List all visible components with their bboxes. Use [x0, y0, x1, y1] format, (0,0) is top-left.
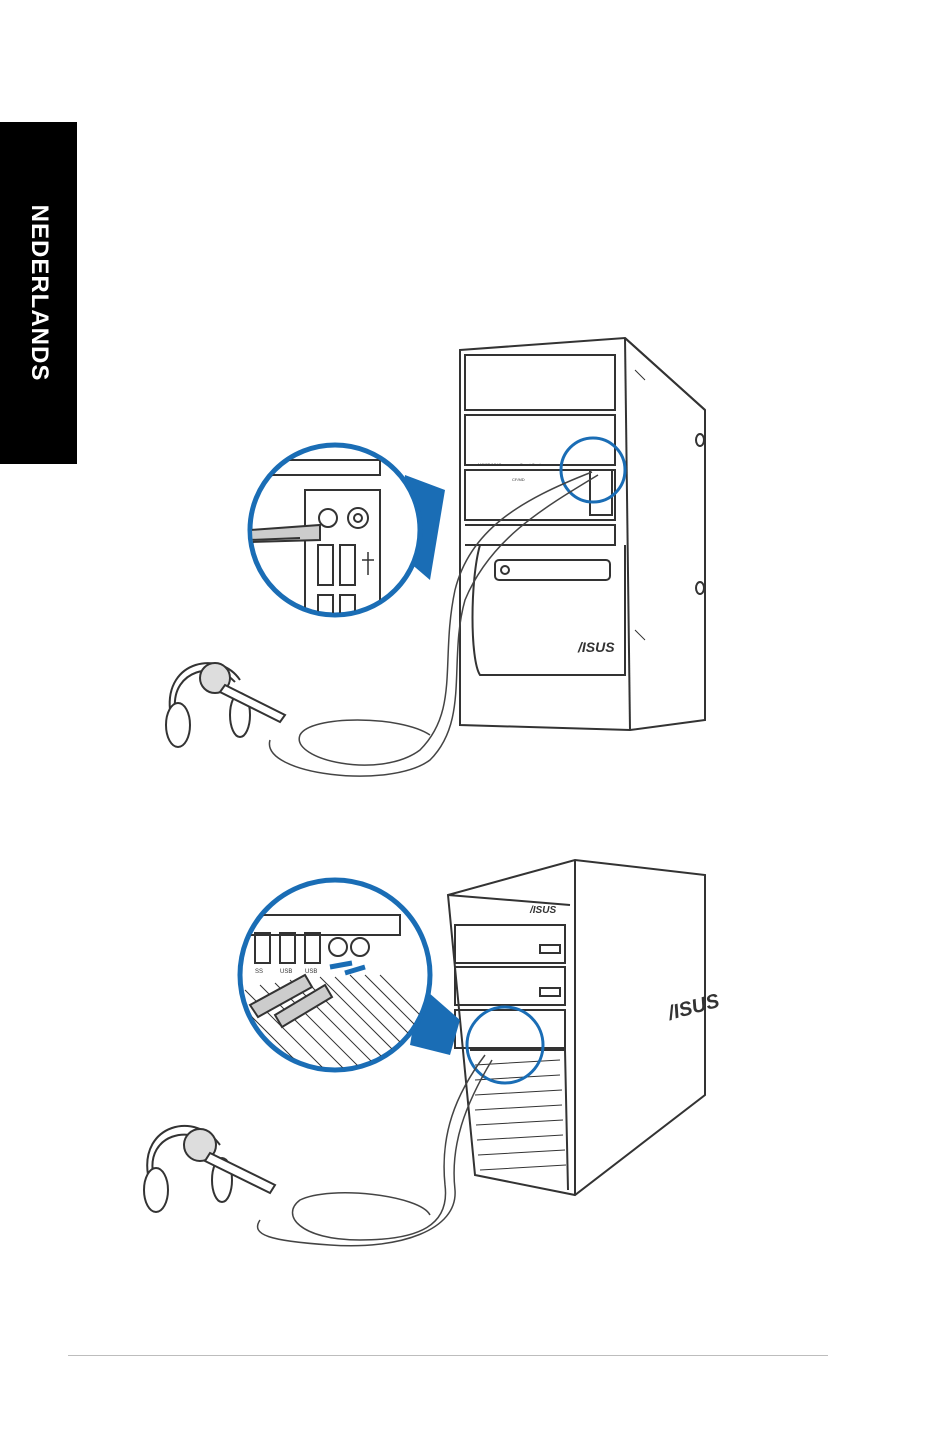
zoom-callout-1 [250, 445, 420, 625]
pc-tower-2 [448, 860, 705, 1195]
brand-logo-1: /ISUS [577, 639, 615, 655]
card-label-3: CF/MD [512, 477, 525, 482]
zoom-callout-2: SS USB USB [230, 880, 480, 1095]
brand-logo-2: /ISUS [529, 905, 556, 916]
port-label-2: USB [280, 969, 292, 975]
footer-rule [68, 1355, 828, 1356]
illustration-tower-2: /ISUS /ISUS SS [0, 855, 950, 1255]
port-label-1: SS [255, 969, 263, 975]
figure-headset-connection-1: MS/SD/MMC Smart Card CF/MD /ISUS [0, 330, 950, 790]
illustration-tower-1: MS/SD/MMC Smart Card CF/MD /ISUS [0, 330, 950, 790]
card-label-2: Smart Card [520, 462, 540, 467]
figure-headset-connection-2: /ISUS /ISUS SS [0, 855, 950, 1255]
headset-cables-2 [258, 1055, 492, 1246]
pc-tower-1 [460, 338, 705, 730]
port-label-3: USB [305, 969, 317, 975]
card-label-1: MS/SD/MMC [478, 462, 501, 467]
